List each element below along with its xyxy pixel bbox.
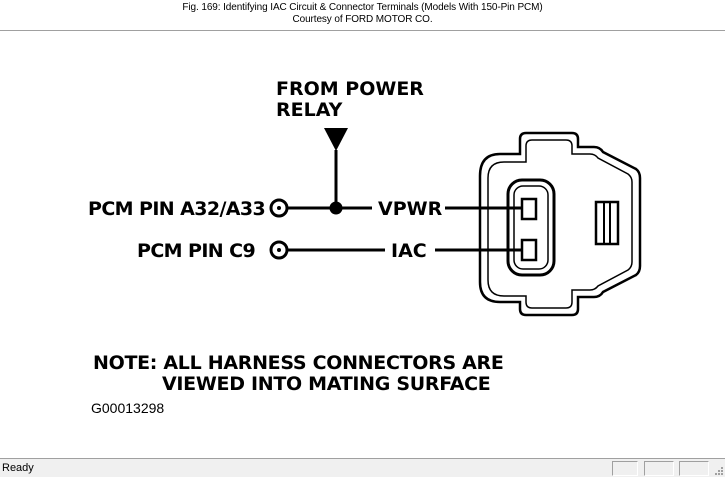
power-relay-label-line1: FROM POWER: [276, 78, 424, 100]
pcm-pin-a32-a33-label: PCM PIN A32/A33: [88, 198, 265, 220]
status-text: Ready: [2, 462, 34, 474]
pcm-pin-c9-label: PCM PIN C9: [137, 240, 255, 262]
status-bar: Ready: [0, 458, 725, 477]
iac-circuit-diagram: FROM POWER RELAY PCM PIN A32/A33 VPWR PC…: [88, 78, 642, 416]
pcm-pin-a32-a33-terminal: [269, 198, 289, 218]
iac-connector: [478, 131, 642, 317]
note-line-2: VIEWED INTO MATING SURFACE: [162, 373, 490, 395]
figure-id: G00013298: [91, 400, 164, 416]
status-pane-1: [612, 461, 638, 476]
figure-caption-bar: Fig. 169: Identifying IAC Circuit & Conn…: [0, 0, 725, 31]
iac-label: IAC: [391, 240, 427, 262]
note-line-1: NOTE: ALL HARNESS CONNECTORS ARE: [93, 352, 504, 374]
pcm-pin-c9-terminal: [269, 240, 289, 260]
figure-courtesy: Courtesy of FORD MOTOR CO.: [292, 14, 433, 25]
size-grip-icon[interactable]: [712, 464, 724, 476]
figure-title: Fig. 169: Identifying IAC Circuit & Conn…: [182, 2, 543, 13]
power-relay-label-line2: RELAY: [276, 99, 343, 121]
vpwr-label: VPWR: [378, 198, 443, 220]
power-feed-arrow: [324, 128, 348, 208]
status-pane-2: [644, 461, 674, 476]
status-pane-3: [679, 461, 709, 476]
